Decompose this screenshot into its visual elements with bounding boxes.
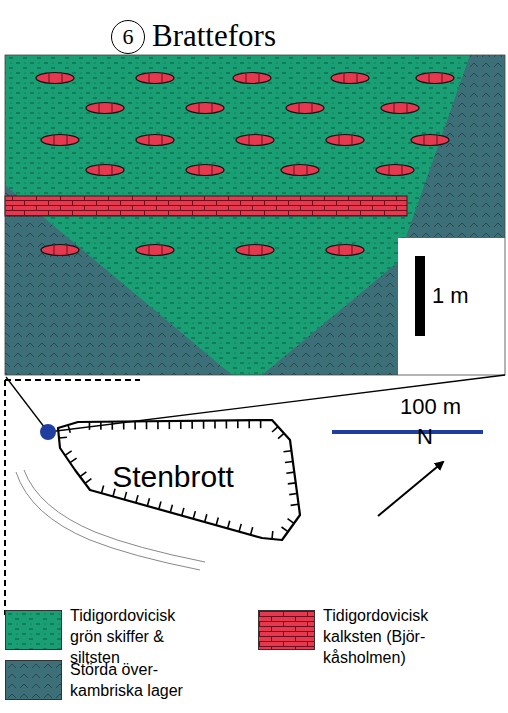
- quarry-label: Stenbrott: [112, 462, 234, 492]
- locality-dot: [40, 424, 56, 440]
- limestone-band: [5, 196, 407, 216]
- scale-bar-1m: [415, 256, 425, 336]
- scale-box: [398, 238, 505, 375]
- legend-swatch: [258, 610, 315, 650]
- callout-circle: 6: [111, 20, 145, 54]
- cambrian-layer: [5, 55, 505, 375]
- limestone-nodules: [36, 73, 454, 256]
- north-label: N: [417, 424, 433, 449]
- scale-bar-100m: [332, 430, 483, 434]
- legend-text: Tidigordovicisk grön skiffer & siltsten: [70, 606, 202, 668]
- legend-swatch: [5, 610, 62, 650]
- quarry-outline: Stenbrott: [55, 415, 305, 545]
- leader-line: [6, 377, 48, 432]
- north-arrow: [378, 462, 443, 516]
- legend-text: Störda över- kambriska lager: [70, 660, 202, 702]
- map-title: Brattefors: [152, 18, 276, 54]
- legend-text: Tidigordovicisk kalksten (Björ- kåsholme…: [323, 606, 473, 668]
- legend-swatch: [5, 660, 62, 700]
- callout-number: 6: [123, 26, 134, 48]
- scale-label: 1 m: [432, 283, 469, 308]
- scale-label: 100 m: [400, 394, 461, 419]
